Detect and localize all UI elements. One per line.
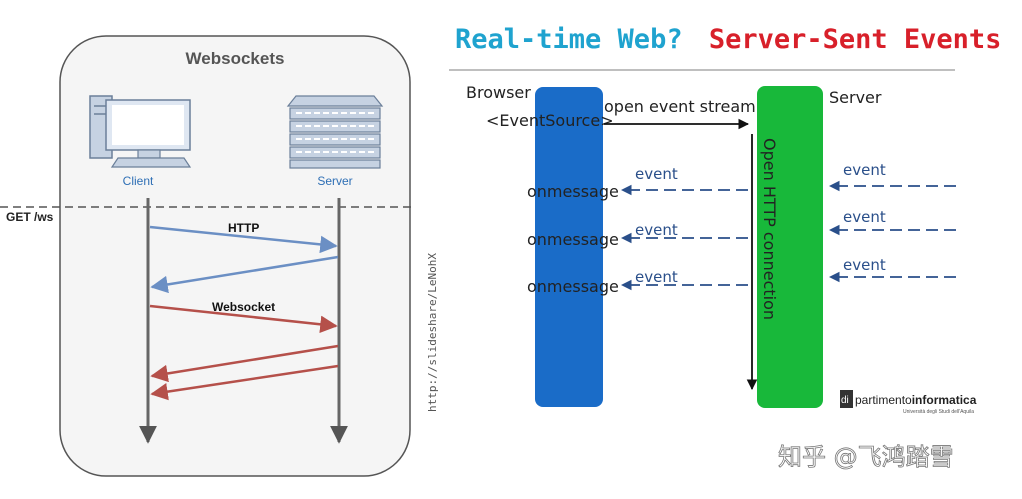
onmessage-label-2: onmessage <box>527 230 619 249</box>
http-label: HTTP <box>228 221 259 235</box>
zhihu-watermark: 知乎 @飞鸿踏雪 <box>778 443 954 471</box>
websockets-panel: Websockets Client Server G <box>0 35 412 477</box>
event-ext-label-3: event <box>843 256 886 274</box>
browser-bar <box>535 87 603 407</box>
slideshare-credit: http://slideshare/LeNohX <box>426 253 439 412</box>
connection-label: Open HTTP connection <box>760 138 779 320</box>
browser-label: Browser <box>466 83 531 102</box>
sse-title-part2: Server-Sent Events <box>709 24 1002 55</box>
sse-title: Real-time Web? Server-Sent Events <box>455 24 1001 55</box>
websocket-send-arrow <box>149 304 338 334</box>
event-label-3: event <box>635 268 678 286</box>
server-sse-label: Server <box>829 88 882 107</box>
server-bar <box>757 86 823 408</box>
onmessage-label-1: onmessage <box>527 182 619 201</box>
client-label: Client <box>123 174 154 188</box>
websockets-title: Websockets <box>186 49 285 68</box>
event-label-2: event <box>635 221 678 239</box>
dipartimento-logo: di partimentoinformatica Università degl… <box>840 390 977 415</box>
logo-name-part1: partimento <box>855 393 912 407</box>
sse-diagram: Real-time Web? Server-Sent Events Browse… <box>449 24 1001 408</box>
logo-name: partimentoinformatica <box>855 393 977 407</box>
eventsource-label: <EventSource> <box>486 111 614 130</box>
websocket-push-arrow-1 <box>150 344 339 383</box>
onmessage-label-3: onmessage <box>527 277 619 296</box>
logo-mark-box <box>840 390 853 408</box>
websocket-push-arrow-2 <box>150 364 339 401</box>
logo-subtitle: Università degli Studi dell'Aquila <box>903 409 974 415</box>
client-computer-icon <box>89 95 192 168</box>
logo-name-part2: informatica <box>912 393 977 407</box>
server-label: Server <box>317 174 352 188</box>
http-response-arrow <box>150 255 339 294</box>
logo-mark: di <box>841 395 849 406</box>
open-stream-label: open event stream <box>604 97 756 116</box>
server-rack-icon <box>286 95 384 169</box>
event-ext-label-2: event <box>843 208 886 226</box>
event-ext-label-1: event <box>843 161 886 179</box>
sse-title-part1: Real-time Web? <box>455 24 683 55</box>
websocket-label: Websocket <box>212 300 275 314</box>
event-label-1: event <box>635 165 678 183</box>
http-request-arrow <box>149 225 338 254</box>
get-ws-label: GET /ws <box>6 210 54 224</box>
